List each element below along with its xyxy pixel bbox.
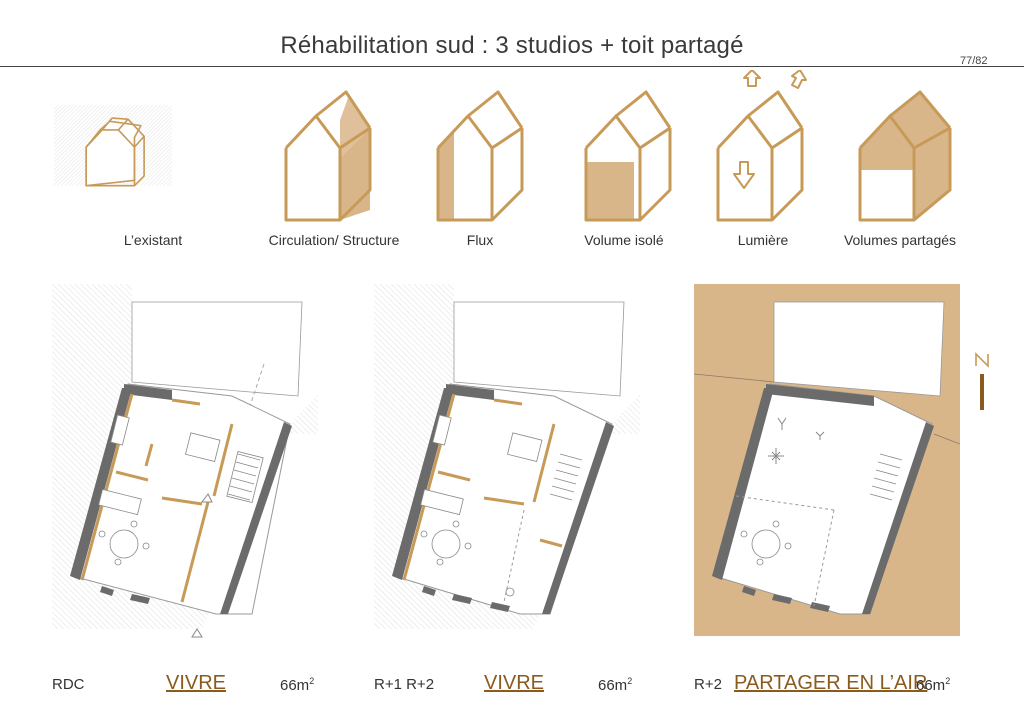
plan-level-r2: R+2 bbox=[694, 676, 722, 693]
concept-label-shared: Volumes partagés bbox=[843, 232, 957, 248]
concept-label-light: Lumière bbox=[737, 232, 789, 248]
plan-name-rdc: VIVRE bbox=[166, 672, 227, 694]
floor-plan-rdc bbox=[52, 284, 318, 646]
concept-label-volume: Volume isolé bbox=[584, 232, 664, 248]
house-circulation-icon bbox=[282, 70, 400, 222]
house-shared-icon bbox=[856, 70, 974, 222]
title-rule bbox=[0, 66, 955, 67]
plan-level-rdc: RDC bbox=[52, 676, 85, 693]
page-number: 77/82 bbox=[960, 55, 988, 67]
house-light-icon bbox=[714, 70, 832, 222]
plan-area-r2: 66m2 bbox=[916, 676, 951, 694]
plan-name-r1-r2: VIVRE bbox=[484, 672, 545, 694]
concept-label-existing: L’existant bbox=[123, 232, 183, 248]
concept-label-flux: Flux bbox=[466, 232, 494, 248]
plan-area-r1-r2: 66m2 bbox=[598, 676, 633, 694]
floor-plan-r1-r2 bbox=[374, 284, 640, 646]
concept-label-circulation: Circulation/ Structure bbox=[268, 232, 400, 248]
plan-area-rdc: 66m2 bbox=[280, 676, 315, 694]
page-number-rule bbox=[955, 66, 1024, 67]
house-volume-icon bbox=[582, 70, 700, 222]
floor-plan-r2-shared bbox=[694, 284, 960, 646]
page-title: Réhabilitation sud : 3 studios + toit pa… bbox=[280, 32, 744, 59]
house-existing-icon bbox=[54, 70, 172, 222]
plan-name-r2: PARTAGER EN L’AIR bbox=[734, 672, 928, 694]
north-arrow bbox=[972, 352, 992, 412]
plan-level-r1-r2: R+1 R+2 bbox=[374, 676, 435, 693]
house-flux-icon bbox=[434, 70, 552, 222]
